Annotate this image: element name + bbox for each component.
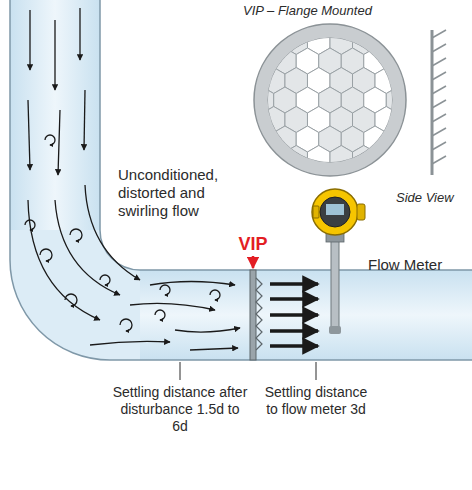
flow-description: Unconditioned, distorted and swirling fl… bbox=[118, 166, 230, 220]
leader-lines bbox=[180, 362, 316, 380]
pipe bbox=[10, 0, 472, 360]
conditioned-flow bbox=[270, 284, 318, 346]
swirling-flow bbox=[25, 8, 240, 350]
inset-title: VIP – Flange Mounted bbox=[243, 3, 443, 19]
side-view-label: Side View bbox=[396, 190, 468, 206]
flow-meter bbox=[312, 189, 365, 334]
vip-marker: VIP bbox=[223, 234, 283, 256]
settling-distance-meter: Settling distance to flow meter 3d bbox=[264, 384, 368, 418]
settling-distance-upstream: Settling distance after disturbance 1.5d… bbox=[112, 384, 248, 434]
vip-side-view bbox=[432, 30, 446, 175]
vip-plate bbox=[250, 256, 262, 360]
flow-meter-label: Flow Meter bbox=[368, 256, 468, 274]
vip-flange-inset bbox=[229, 9, 443, 191]
